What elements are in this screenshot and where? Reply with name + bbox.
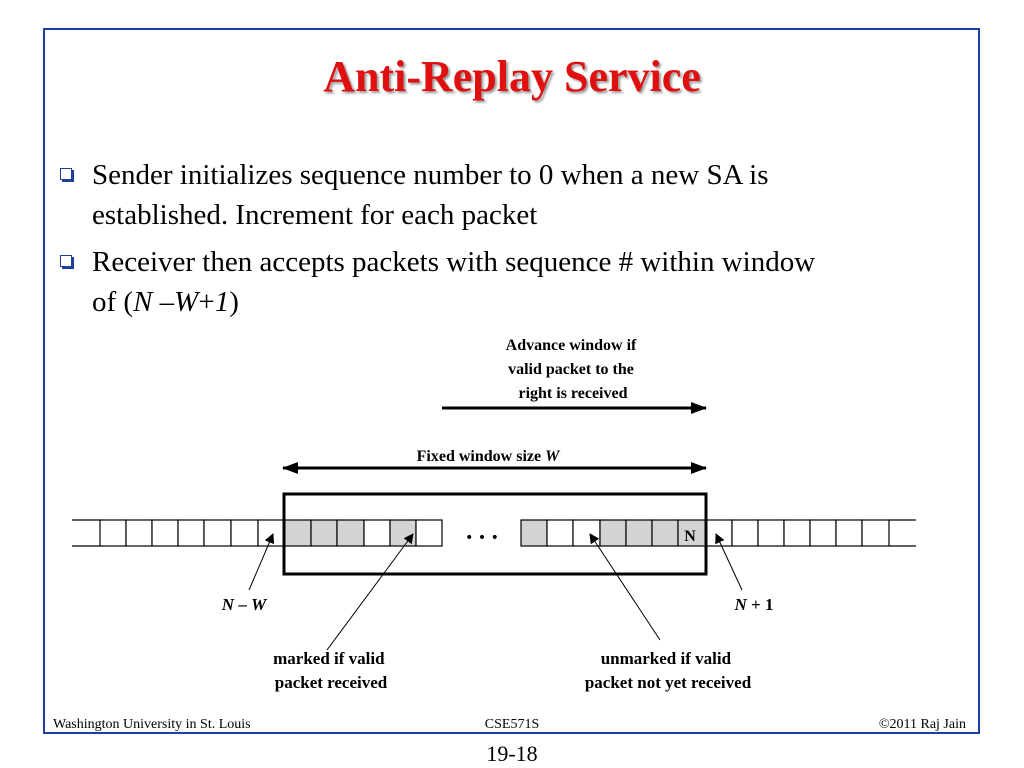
square-bullet-icon [60,168,72,180]
marked-label-line: packet received [275,673,388,692]
label-n-plus-1: N + 1 [734,595,774,614]
var-w: W [251,595,268,614]
sequence-cell [177,519,205,547]
square-bullet-icon [60,255,72,267]
footer-copyright: ©2011 Raj Jain [878,717,966,732]
unmarked-label-line: unmarked if valid [601,649,732,668]
sequence-cell [125,519,153,547]
sequence-cell [809,519,837,547]
window-cell [572,519,601,547]
window-size-label: Fixed window size W [417,448,561,465]
window-box [282,492,708,576]
var-n: N [734,595,748,614]
var-n: N [221,595,235,614]
footer-course: CSE571S [484,717,540,732]
sequence-cell [731,519,759,547]
var-one: 1 [214,286,230,318]
pointer-marked [326,533,414,651]
footer-university: Washington University in St. Louis [53,717,251,732]
window-cell [546,519,574,547]
pointer-unmarked [589,533,661,641]
sequence-cell [783,519,811,547]
var-w: W [174,286,199,318]
bullet-text-line2: established. Increment for each packet [92,199,538,231]
window-size-text: Fixed window size [417,448,545,465]
window-cell [415,519,443,547]
window-cell [310,519,338,547]
minus-op: – [234,595,251,614]
bullet-text-suffix: ) [229,286,239,318]
bullet-text-line1: Receiver then accepts packets with seque… [92,246,816,278]
advance-label-line: right is received [518,385,627,402]
sequence-cells [72,519,916,547]
window-cell [336,519,365,547]
bullet-list: Sender initializes sequence number to 0 … [60,155,960,329]
sequence-cell [257,519,285,547]
label-n-minus-w: N – W [221,595,268,614]
minus-sign: – [152,286,175,318]
plus-one: + 1 [747,595,774,614]
window-cell [677,519,707,547]
sequence-cell [861,519,890,547]
bullet-item-receiver: Receiver then accepts packets with seque… [60,242,960,322]
window-cell [389,519,417,547]
window-cell [651,519,679,547]
sequence-cell [757,519,785,547]
sequence-cell [230,519,259,547]
window-cell [283,519,312,547]
slide-title: Anti-Replay Service [323,52,701,101]
marked-label-line: marked if valid [273,649,385,668]
pointer-n-minus-w [248,533,275,591]
sequence-cell [203,519,232,547]
var-n: N [133,286,153,318]
window-cell [599,519,627,547]
plus-sign: + [198,286,215,318]
bullet-item-sender: Sender initializes sequence number to 0 … [60,155,960,235]
unmarked-label: unmarked if valid packet not yet receive… [585,649,752,692]
advance-label-line: valid packet to the [508,361,634,378]
slide-frame [43,28,980,734]
page-number: 19-18 [486,741,538,766]
unmarked-label-line: packet not yet received [585,673,752,692]
window-cell [625,519,653,547]
sequence-cell [99,519,127,547]
cell-label-n: N [684,528,696,545]
marked-label: marked if valid packet received [273,649,389,692]
sequence-cell [705,519,733,547]
pointer-n-plus-1 [715,533,743,591]
sequence-cell [835,519,863,547]
window-cell [520,519,548,547]
advance-label-line: Advance window if [506,337,637,354]
bullet-text-line1: Sender initializes sequence number to 0 … [92,159,769,191]
window-cell [363,519,391,547]
advance-window-label: Advance window if valid packet to the ri… [506,337,641,402]
ellipsis: • • • [465,530,499,546]
window-size-var: W [545,448,561,465]
sequence-cell [151,519,179,547]
bullet-text-prefix: of ( [92,286,134,318]
